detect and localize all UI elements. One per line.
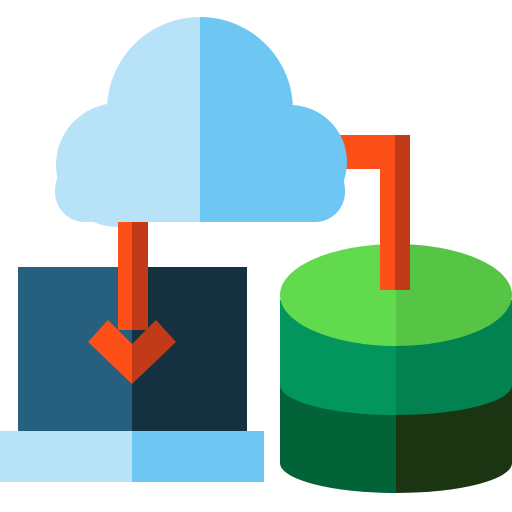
database-icon: [280, 244, 512, 493]
laptop-icon: [0, 267, 264, 482]
cloud-icon: [55, 17, 347, 227]
arrow-down-icon: [88, 222, 176, 384]
